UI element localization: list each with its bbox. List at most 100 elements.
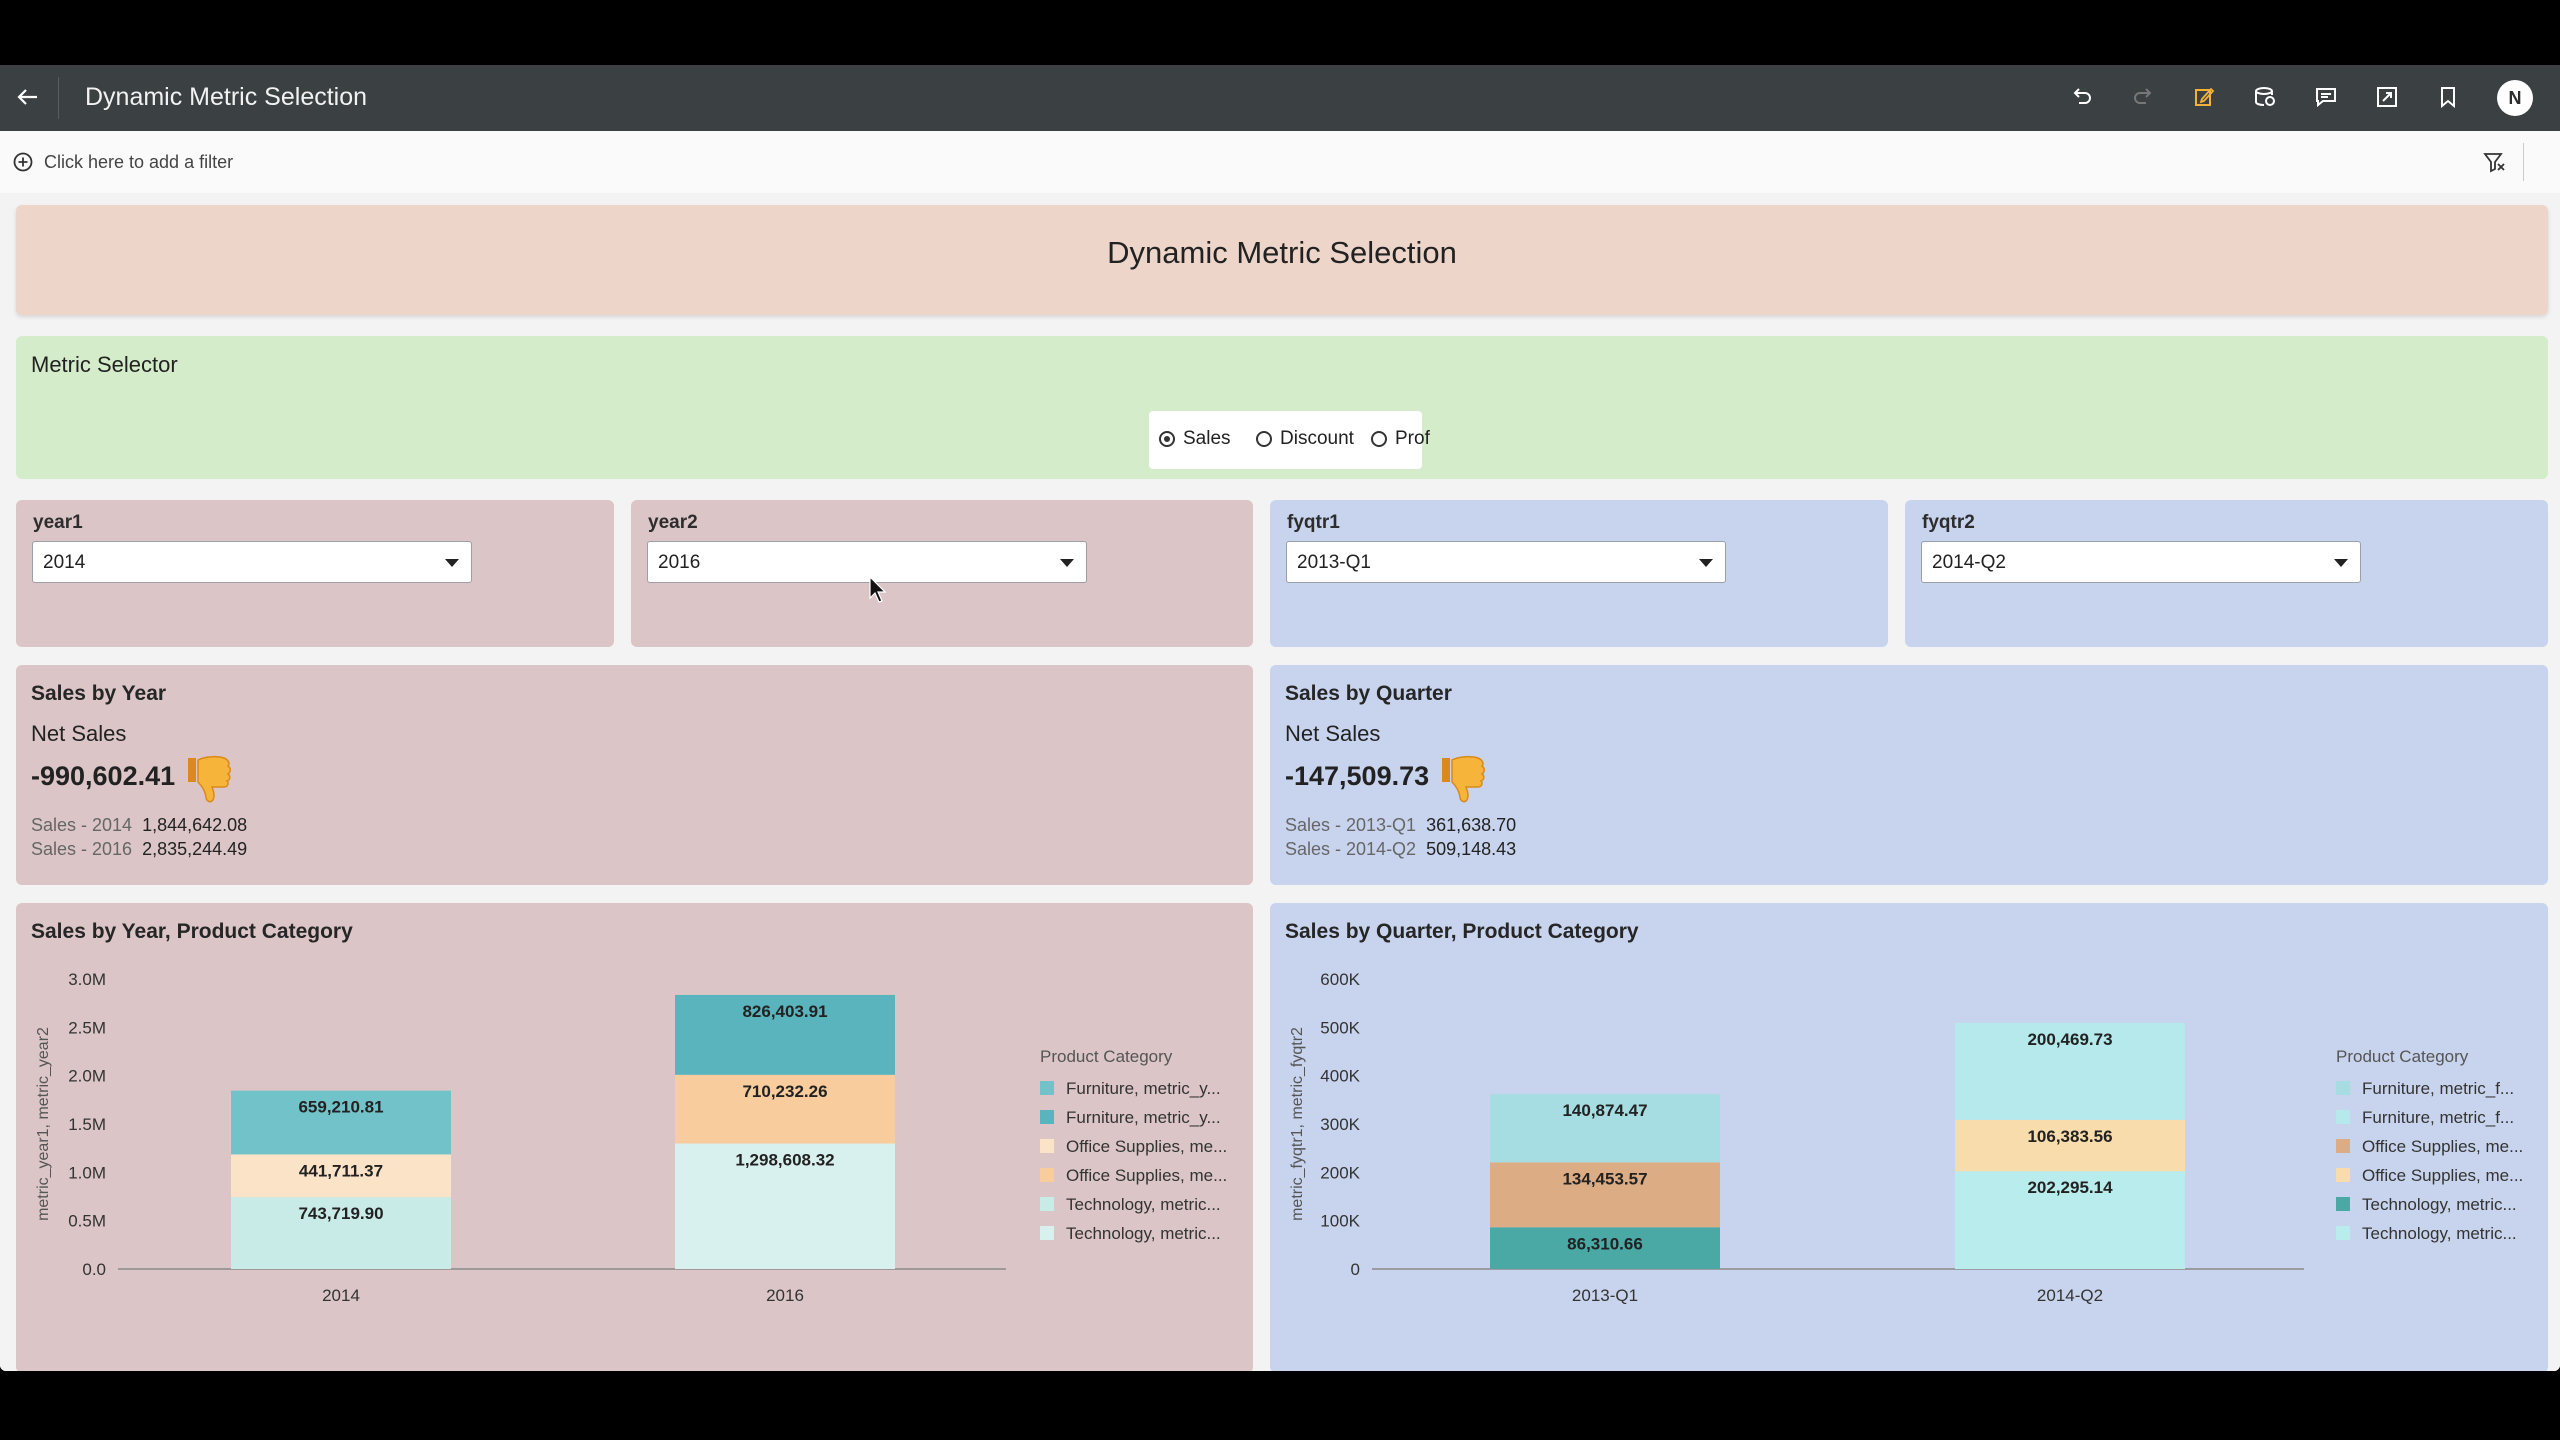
kpi-row-key: Sales - 2014 — [31, 815, 133, 835]
kpi-row-key: Sales - 2013-Q1 — [1285, 815, 1417, 835]
radio-label: Discount — [1280, 428, 1354, 449]
legend-item[interactable]: Technology, metric... — [1040, 1195, 1221, 1215]
fyqtr1-select[interactable]: 2013-Q1 — [1286, 541, 1726, 583]
divider — [58, 77, 59, 119]
year2-select[interactable]: 2016 — [647, 541, 1087, 583]
y-tick-label: 400K — [1320, 1067, 1360, 1086]
data-icon[interactable] — [2248, 80, 2282, 114]
kpi-year-panel: Sales by Year Net Sales -990,602.41 Sale… — [16, 665, 1253, 885]
year1-panel: year1 2014 — [16, 500, 614, 647]
kpi-year-title: Sales by Year — [31, 682, 167, 705]
select-value: 2014 — [43, 552, 86, 573]
filter-toggle-icon[interactable] — [2482, 150, 2506, 179]
bar-data-label: 441,711.37 — [299, 1161, 383, 1180]
y-tick-label: 1.0M — [68, 1163, 106, 1182]
comment-icon[interactable] — [2309, 80, 2343, 114]
legend-item[interactable]: Office Supplies, me... — [2336, 1166, 2523, 1186]
y-tick-label: 0.5M — [68, 1212, 106, 1231]
kpi-year-value: -990,602.41 — [31, 761, 176, 791]
legend-swatch — [1040, 1139, 1054, 1153]
kpi-row-value: 2,835,244.49 — [142, 839, 248, 859]
select-value: 2013-Q1 — [1297, 552, 1371, 573]
y-tick-label: 0.0 — [82, 1260, 106, 1279]
dropdown-arrow-icon — [2334, 559, 2348, 567]
bar-segment — [1955, 1022, 2185, 1120]
legend-item[interactable]: Office Supplies, me... — [1040, 1137, 1227, 1157]
bar-data-label: 743,719.90 — [298, 1204, 383, 1223]
redo-icon[interactable] — [2126, 80, 2160, 114]
legend-item[interactable]: Furniture, metric_f... — [2336, 1079, 2514, 1099]
y-axis-label: metric_fyqtr1, metric_fyqtr2 — [1289, 1027, 1306, 1221]
bar-data-label: 1,298,608.32 — [735, 1150, 834, 1169]
y-tick-label: 1.5M — [68, 1115, 106, 1134]
thumbs-down-icon — [184, 752, 234, 809]
radio-discount[interactable]: Discount — [1256, 428, 1354, 450]
header-panel: Dynamic Metric Selection — [16, 205, 2548, 315]
kpi-quarter-row: Sales - 2013-Q1 361,638.70 — [1285, 815, 1516, 836]
avatar[interactable]: N — [2497, 80, 2533, 116]
fyqtr2-select[interactable]: 2014-Q2 — [1921, 541, 2361, 583]
legend-item[interactable]: Furniture, metric_y... — [1040, 1079, 1221, 1099]
back-arrow-icon[interactable] — [10, 79, 46, 115]
legend-title: Product Category — [1040, 1047, 1173, 1066]
legend-item[interactable]: Office Supplies, me... — [1040, 1166, 1227, 1186]
bar-segment — [1955, 1171, 2185, 1269]
legend-label: Technology, metric... — [1066, 1224, 1221, 1243]
radio-profit[interactable]: Prof — [1371, 428, 1430, 450]
legend-label: Office Supplies, me... — [2362, 1166, 2524, 1185]
legend-item[interactable]: Technology, metric... — [2336, 1224, 2517, 1244]
legend-swatch — [1040, 1168, 1054, 1182]
present-icon[interactable] — [2370, 80, 2404, 114]
kpi-year-subtitle: Net Sales — [31, 721, 127, 746]
legend-label: Furniture, metric_y... — [1066, 1108, 1221, 1127]
legend-item[interactable]: Technology, metric... — [2336, 1195, 2517, 1215]
kpi-year-row: Sales - 2016 2,835,244.49 — [31, 839, 247, 860]
legend-label: Technology, metric... — [2362, 1224, 2517, 1243]
y-tick-label: 2.5M — [68, 1018, 106, 1037]
kpi-row-key: Sales - 2016 — [31, 839, 133, 859]
y-tick-label: 600K — [1320, 970, 1360, 989]
add-filter-link[interactable]: Click here to add a filter — [44, 152, 234, 172]
fyqtr1-label: fyqtr1 — [1287, 512, 1340, 533]
bookmark-icon[interactable] — [2431, 80, 2465, 114]
legend-swatch — [1040, 1197, 1054, 1211]
legend-item[interactable]: Technology, metric... — [1040, 1224, 1221, 1244]
x-tick-label: 2014-Q2 — [2037, 1286, 2103, 1305]
app-window: Dynamic Metric Selection N Click here to… — [0, 65, 2560, 1371]
y-tick-label: 0 — [1351, 1260, 1360, 1279]
select-value: 2016 — [658, 552, 701, 573]
legend-swatch — [2336, 1197, 2350, 1211]
legend-label: Furniture, metric_y... — [1066, 1079, 1221, 1098]
metric-radio-group: Sales Discount Prof — [1149, 411, 1430, 469]
bar-segment — [231, 1154, 451, 1198]
legend-swatch — [2336, 1081, 2350, 1095]
dropdown-arrow-icon — [1060, 559, 1074, 567]
kpi-row-key: Sales - 2014-Q2 — [1285, 839, 1417, 859]
y-axis-label: metric_year1, metric_year2 — [35, 1027, 52, 1221]
kpi-row-value: 361,638.70 — [1426, 815, 1517, 835]
metric-selector-title: Metric Selector — [31, 352, 178, 377]
kpi-quarter-title: Sales by Quarter — [1285, 682, 1452, 705]
radio-sales[interactable]: Sales — [1159, 428, 1231, 450]
edit-icon[interactable] — [2187, 80, 2221, 114]
kpi-quarter-value: -147,509.73 — [1285, 761, 1430, 791]
bar-data-label: 826,403.91 — [742, 1002, 827, 1021]
year1-select[interactable]: 2014 — [32, 541, 472, 583]
chart-quarter-title: Sales by Quarter, Product Category — [1285, 920, 1639, 943]
undo-icon[interactable] — [2065, 80, 2099, 114]
legend-item[interactable]: Furniture, metric_f... — [2336, 1108, 2514, 1128]
bar-data-label: 86,310.66 — [1567, 1234, 1643, 1253]
radio-unchecked-icon — [1256, 431, 1272, 447]
legend-item[interactable]: Office Supplies, me... — [2336, 1137, 2523, 1157]
year2-panel: year2 2016 — [631, 500, 1253, 647]
y-tick-label: 300K — [1320, 1115, 1360, 1134]
dropdown-arrow-icon — [445, 559, 459, 567]
bar-data-label: 200,469.73 — [2027, 1030, 2112, 1049]
bar-segment — [231, 1197, 451, 1269]
legend-item[interactable]: Furniture, metric_y... — [1040, 1108, 1221, 1128]
y-tick-label: 2.0M — [68, 1067, 106, 1086]
bar-data-label: 140,874.47 — [1562, 1101, 1647, 1120]
add-filter-icon[interactable] — [12, 151, 34, 178]
